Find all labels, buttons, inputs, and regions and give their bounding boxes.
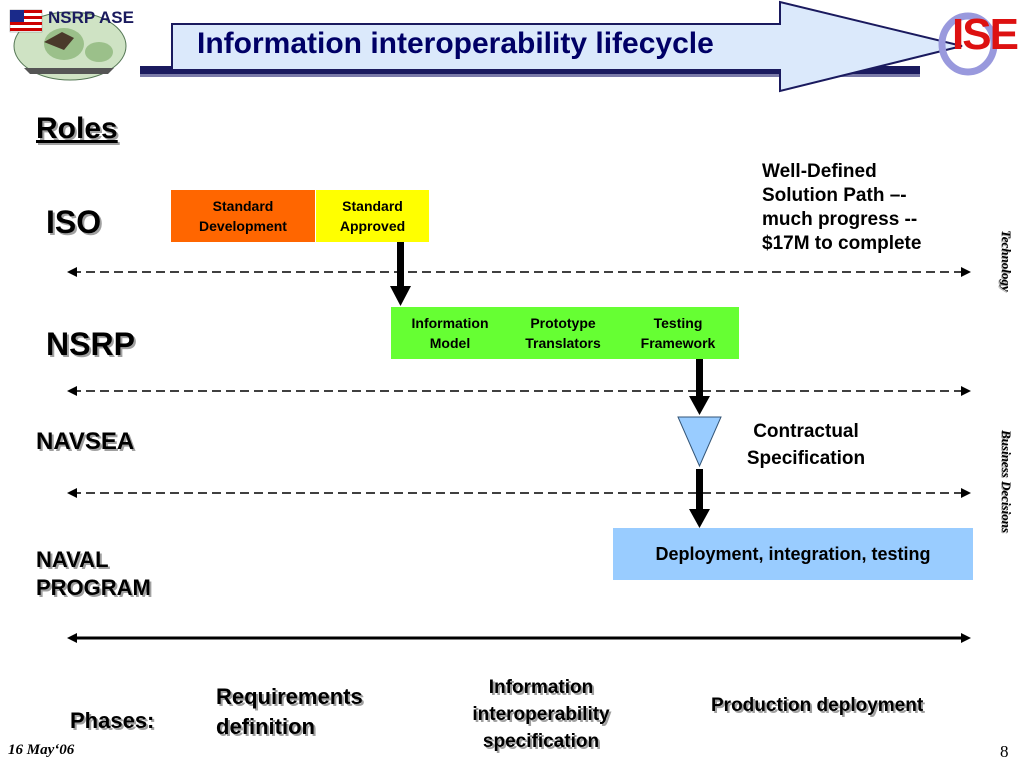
arrow-approved-to-model [390, 242, 411, 306]
information-model-box: Information Model [391, 307, 509, 359]
page-number: 8 [1000, 742, 1009, 761]
information-model-line1: Information [411, 315, 489, 331]
role-naval-program-line2: PROGRAM [36, 575, 151, 600]
well-defined-line3: much progress -- [762, 209, 918, 230]
nsrp-ase-logo: NSRP ASE [4, 2, 136, 82]
title-arrow [171, 0, 963, 93]
ise-swirl-icon [938, 12, 998, 76]
prototype-translators-line2: Translators [525, 335, 601, 351]
standard-development-line1: Standard [212, 198, 274, 214]
contractual-spec-note: Contractual Specification [728, 418, 884, 472]
role-navsea: NAVSEA [36, 428, 135, 455]
well-defined-line2: Solution Path –- [762, 185, 907, 206]
well-defined-line1: Well-Defined [762, 161, 877, 182]
standard-development-line2: Development [199, 218, 287, 234]
testing-framework-line1: Testing [653, 315, 703, 331]
globe-flag-icon [9, 9, 127, 81]
phase-info-spec: Information interoperability specificati… [436, 674, 646, 755]
side-label-technology: Technology [999, 230, 1014, 292]
ise-logo: ISE [938, 6, 1022, 78]
phase-info-spec-line3: specification [482, 731, 600, 752]
phase-info-spec-line1: Information [488, 677, 594, 698]
role-nsrp: NSRP [46, 326, 135, 362]
contractual-spec-triangle [677, 416, 722, 468]
role-naval-program-line1: NAVAL [36, 547, 109, 572]
prototype-translators-box: Prototype Translators [509, 307, 617, 359]
role-naval-program: NAVAL PROGRAM [36, 546, 151, 602]
well-defined-line4: $17M to complete [762, 233, 922, 254]
header-bar-shadow [140, 74, 920, 77]
footer-date: 16 May‘06 [8, 742, 75, 758]
phase-requirements: Requirements definition [216, 682, 363, 742]
phase-production: Production deployment [711, 695, 924, 716]
standard-approved-line1: Standard [342, 198, 403, 214]
phases-label: Phases: [70, 708, 155, 733]
deployment-box: Deployment, integration, testing [613, 528, 973, 580]
page-title: Information interoperability lifecycle [197, 27, 714, 60]
testing-framework-box: Testing Framework [617, 307, 739, 359]
standard-approved-box: Standard Approved [316, 190, 429, 242]
phase-requirements-line1: Requirements [216, 684, 363, 709]
standard-approved-line2: Approved [339, 218, 406, 234]
information-model-line2: Model [429, 335, 471, 351]
contractual-line1: Contractual [753, 421, 859, 442]
side-label-business-decisions: Business Decisions [999, 430, 1014, 533]
prototype-translators-line1: Prototype [530, 315, 596, 331]
roles-heading: Roles [36, 112, 118, 145]
well-defined-note: Well-Defined Solution Path –- much progr… [762, 160, 921, 256]
phase-requirements-line2: definition [216, 714, 315, 739]
phase-info-spec-line2: interoperability [472, 704, 610, 725]
contractual-line2: Specification [746, 448, 866, 469]
arrow-framework-to-spec [689, 359, 710, 415]
testing-framework-line2: Framework [640, 335, 716, 351]
standard-development-box: Standard Development [171, 190, 315, 242]
role-iso: ISO [46, 204, 102, 240]
logo-right-text: ISE [952, 10, 1019, 59]
logo-left-text: NSRP ASE [48, 8, 134, 27]
arrow-spec-to-deployment [689, 469, 710, 528]
